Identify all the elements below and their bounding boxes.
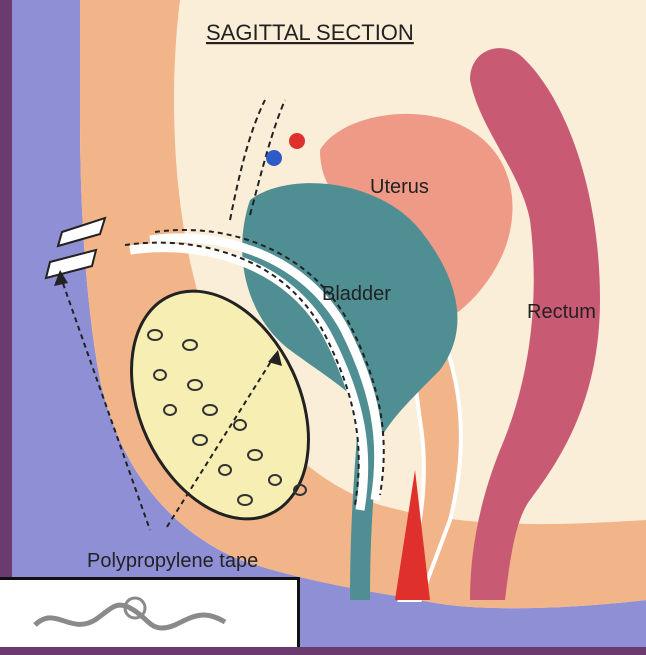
tape-sample-icon (0, 580, 300, 650)
uterus-label: Uterus (370, 176, 429, 198)
bladder-label: Bladder (322, 283, 391, 305)
red-vessel-dot (289, 133, 305, 149)
diagram-title: SAGITTAL SECTION (206, 20, 414, 45)
rectum-label: Rectum (527, 301, 596, 323)
inset-panel (0, 577, 300, 647)
blue-vessel-dot (266, 150, 282, 166)
tape-label: Polypropylene tape (87, 550, 258, 572)
